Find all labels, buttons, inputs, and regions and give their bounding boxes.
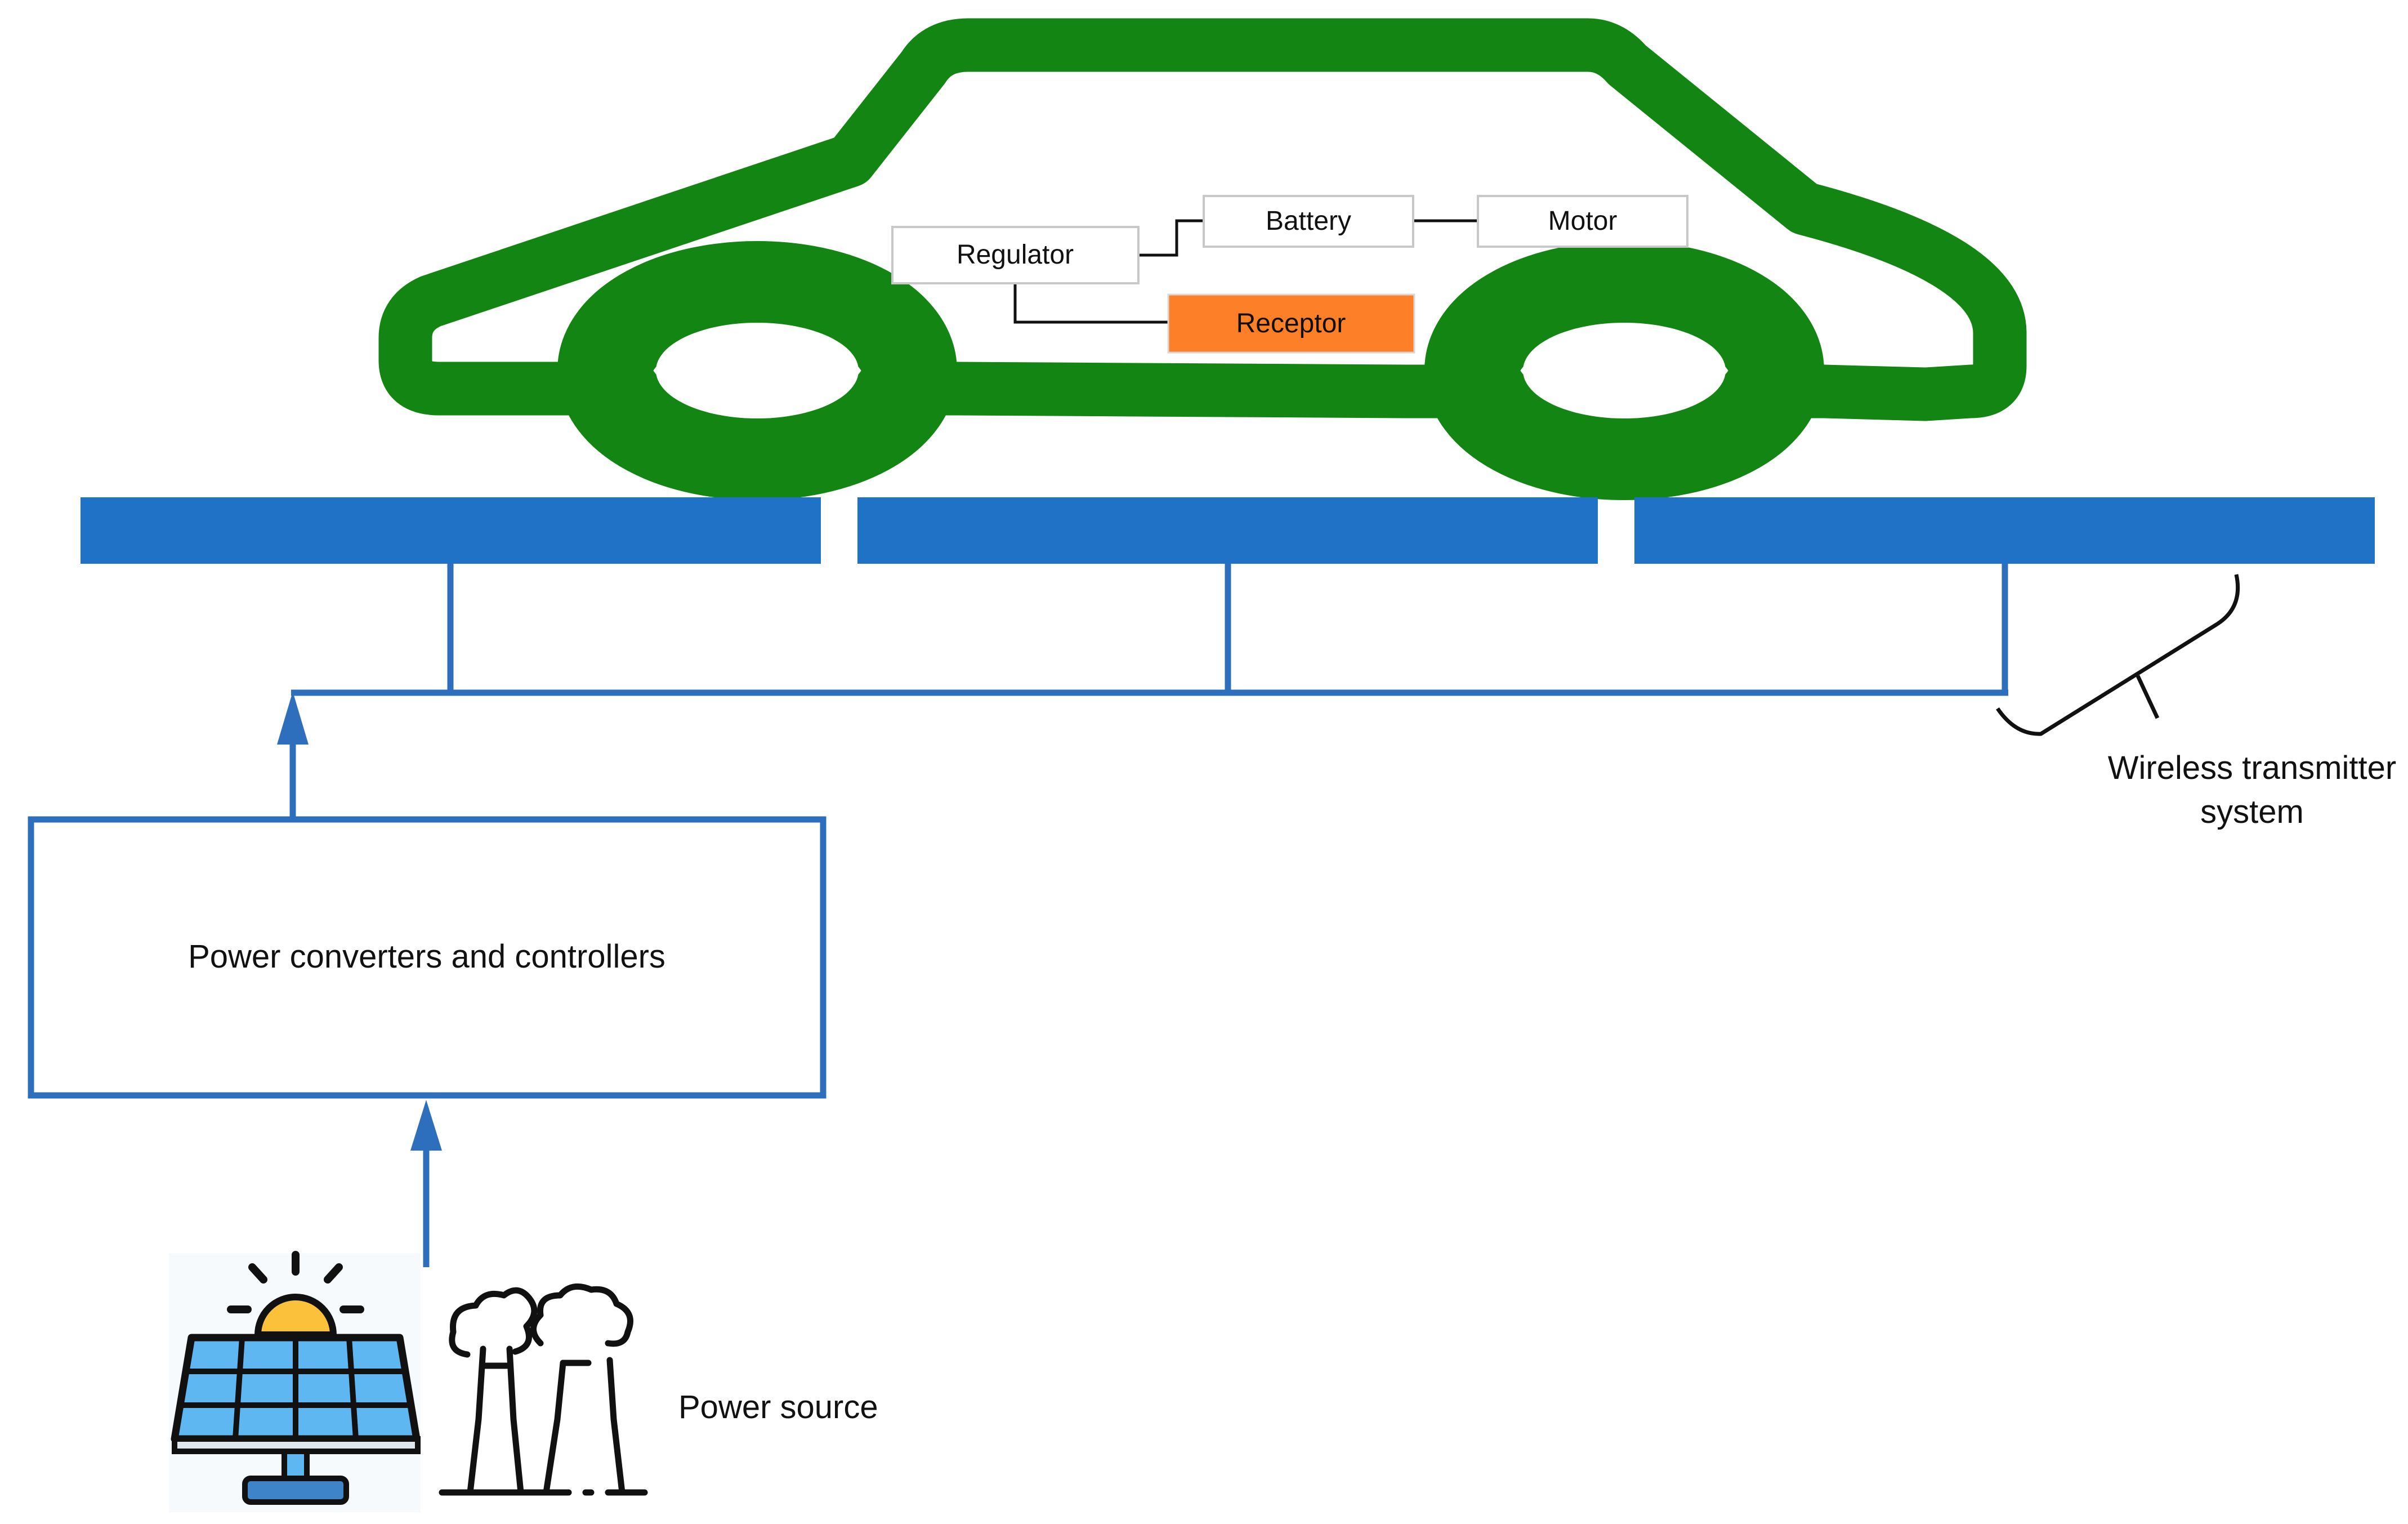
- transmitter-pad-1: [81, 497, 821, 564]
- feed-lines: [289, 564, 2008, 1267]
- regulator-receptor-wire: [1013, 284, 1168, 324]
- motor-box: Motor: [1477, 195, 1688, 248]
- battery-box: Battery: [1203, 195, 1414, 248]
- car-body: [378, 18, 2027, 421]
- receptor-label: Receptor: [1236, 309, 1346, 338]
- converter-label: Power converters and controllers: [188, 938, 665, 975]
- transmitter-pad-2: [857, 497, 1598, 564]
- arrow-up-to-bus: [277, 692, 309, 745]
- power-source-label: Power source: [678, 1389, 878, 1425]
- regulator-label: Regulator: [957, 240, 1074, 270]
- converter-box: Power converters and controllers: [28, 816, 827, 1099]
- regulator-battery-wire: [1138, 219, 1205, 257]
- transmitter-label-line1: Wireless transmitter: [2108, 750, 2396, 786]
- arrow-up-to-converter: [410, 1100, 442, 1151]
- battery-label: Battery: [1266, 206, 1351, 236]
- transmitter-pads: [81, 497, 2375, 564]
- regulator-box: Regulator: [891, 226, 1140, 284]
- transmitter-brace: [1996, 574, 2240, 736]
- transmitter-pad-3: [1634, 497, 2375, 564]
- power-plant-icon: [439, 1283, 648, 1496]
- receptor-box: Receptor: [1167, 293, 1415, 354]
- component-wiring: [1013, 219, 1478, 324]
- motor-label: Motor: [1548, 206, 1618, 236]
- solar-panel-icon: [169, 1251, 421, 1512]
- car-silhouette: [378, 18, 2027, 500]
- transmitter-label-line2: system: [2200, 794, 2304, 830]
